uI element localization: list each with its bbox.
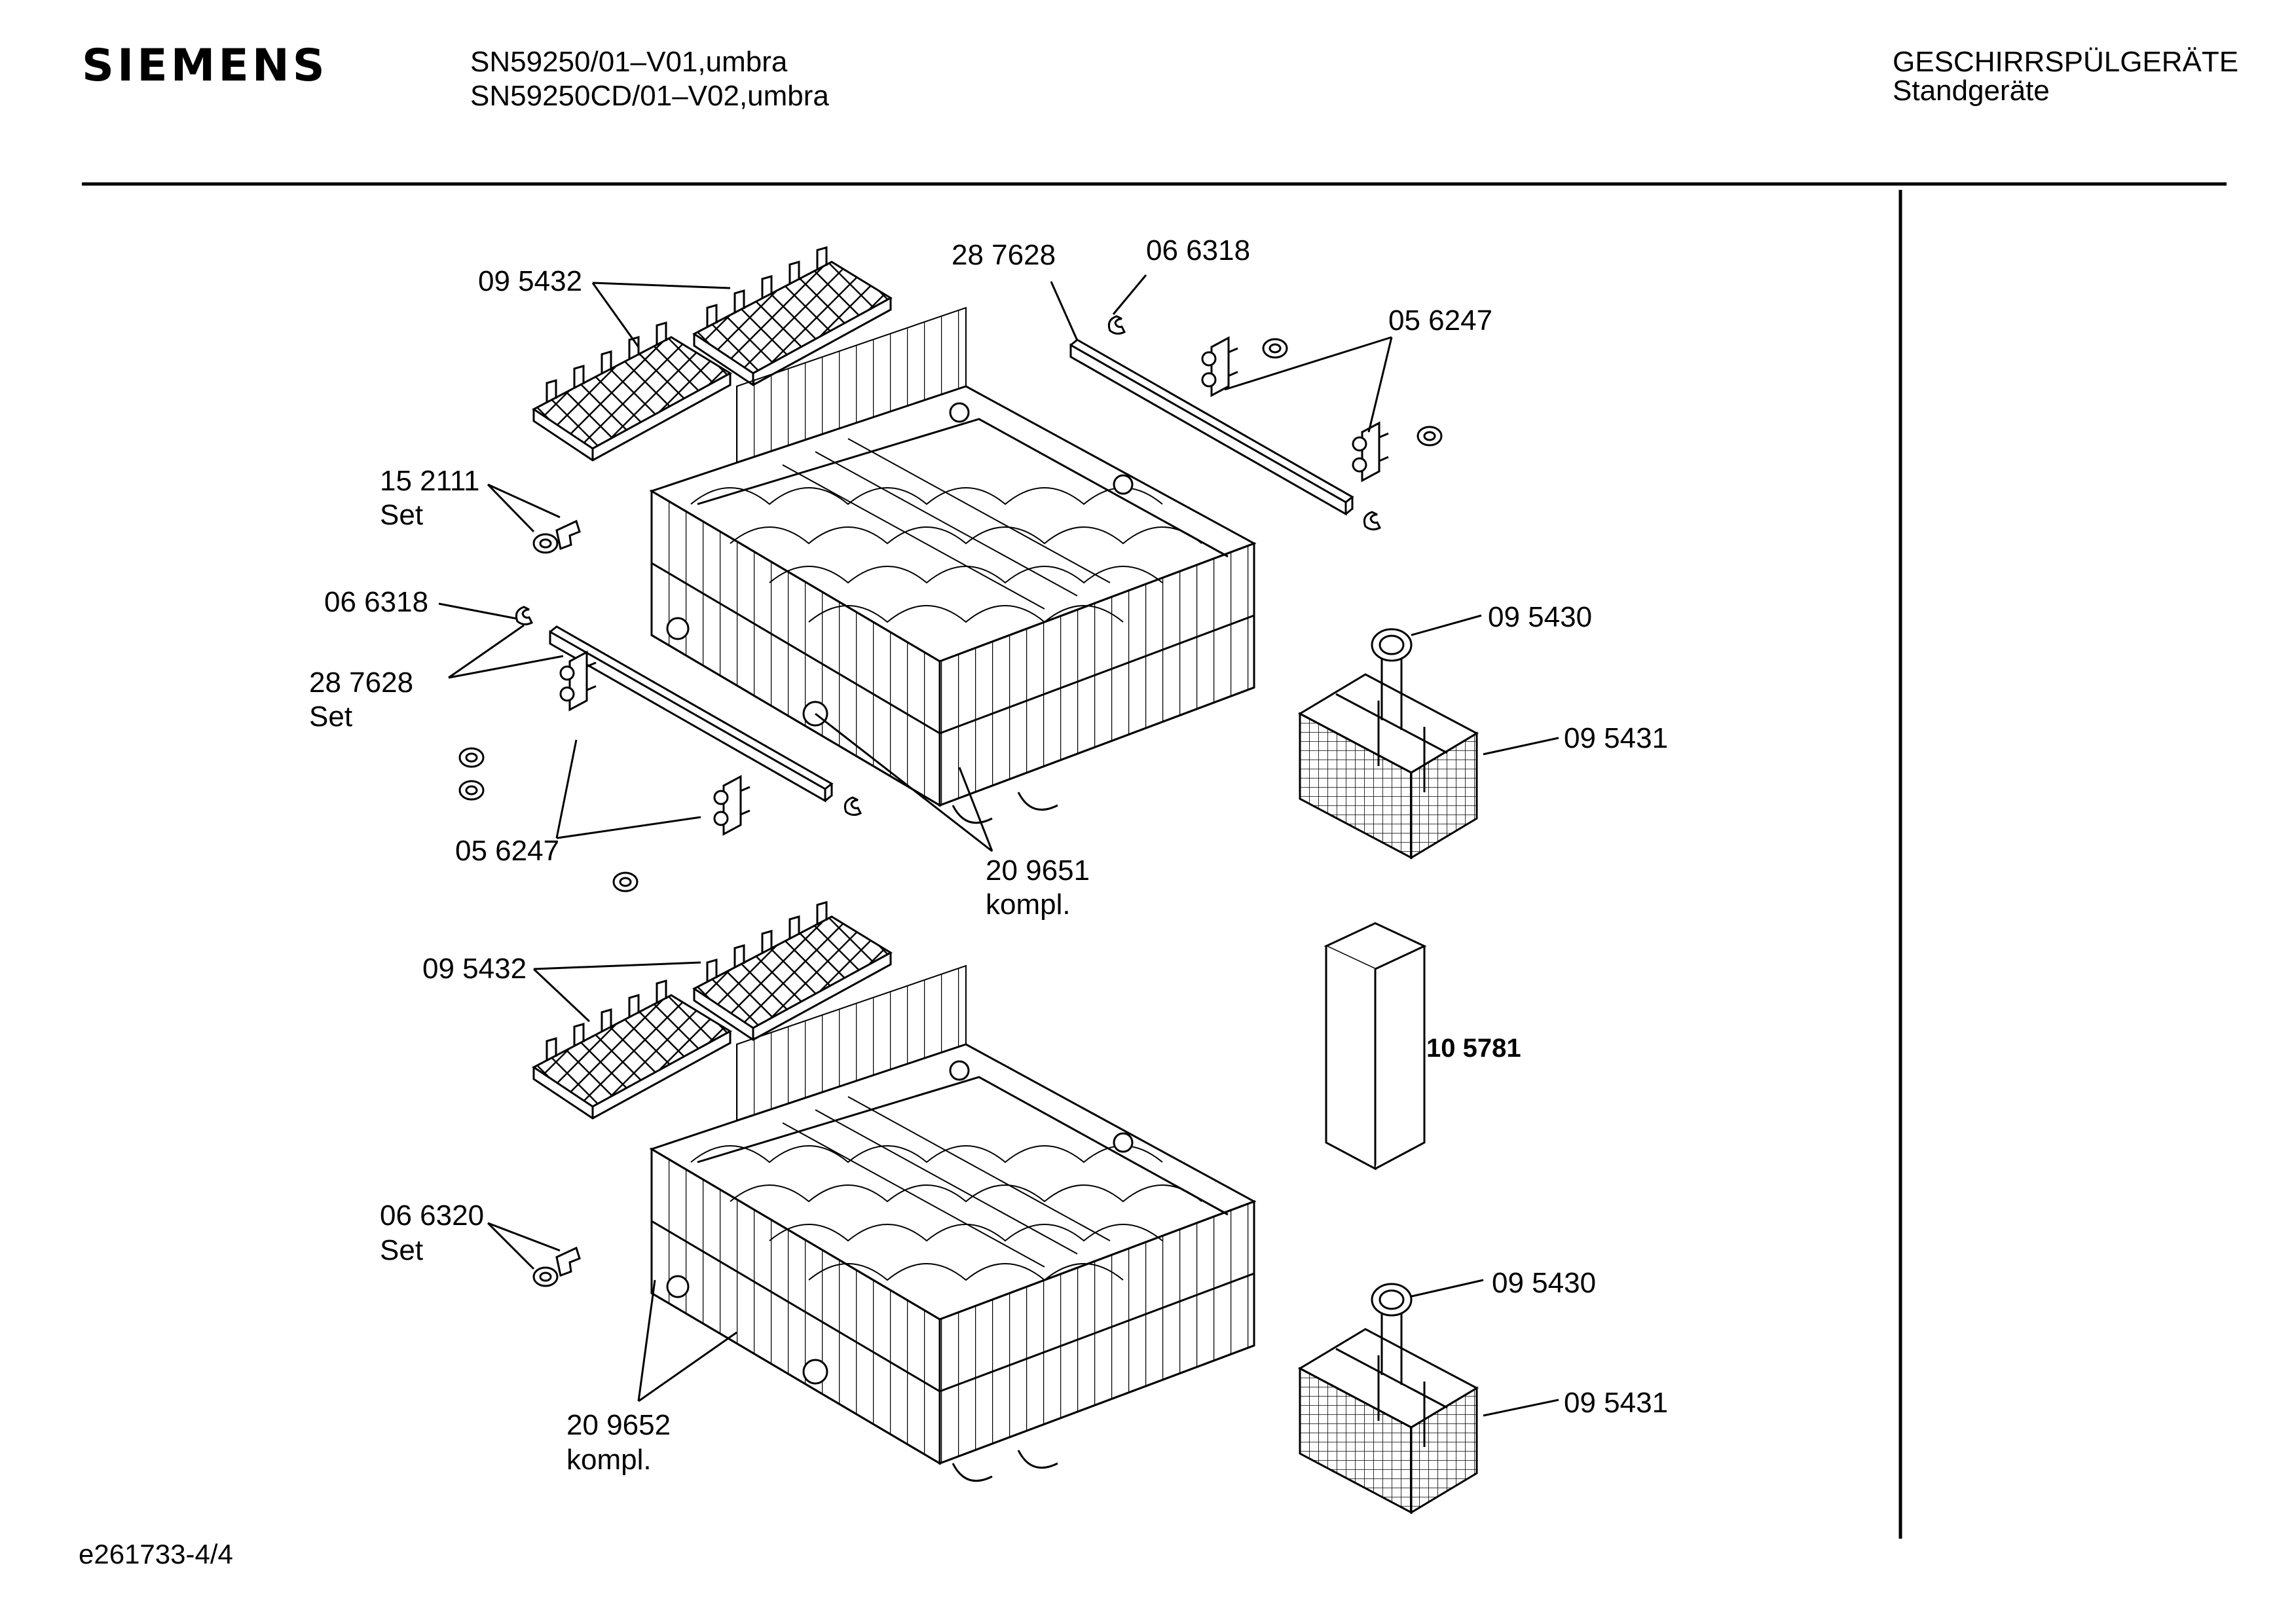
document-id: e261733-4/4 [79, 1539, 233, 1569]
insert-box-drawing [1324, 922, 1427, 1171]
part-label: 09 5432 [422, 953, 527, 985]
part-label: 20 9651 [986, 854, 1090, 887]
model-number-1: SN59250/01–V01,umbra [470, 46, 788, 78]
part-label: 09 5432 [478, 265, 583, 297]
category-title: GESCHIRRSPÜLGERÄTE [1893, 46, 2239, 78]
part-label: 09 5431 [1564, 1387, 1669, 1419]
part-label: 09 5431 [1564, 722, 1669, 754]
part-label: 09 5430 [1492, 1267, 1597, 1299]
part-label-set: Set [309, 701, 353, 733]
part-label: 06 6318 [1146, 234, 1251, 266]
part-label: 28 7628 [309, 667, 414, 699]
part-label: 15 2111 [380, 465, 480, 497]
subcategory-title: Standgeräte [1893, 75, 2050, 107]
part-label: 28 7628 [952, 239, 1056, 271]
part-label: 05 6247 [1388, 304, 1493, 337]
part-label: 06 6320 [380, 1200, 485, 1232]
part-label-kompl: kompl. [566, 1444, 652, 1476]
part-label-set: Set [380, 499, 424, 531]
part-label: 06 6318 [324, 586, 429, 618]
part-label: 09 5430 [1488, 601, 1593, 633]
leader-lines [438, 274, 1559, 1417]
model-number-2: SN59250CD/01–V02,umbra [470, 80, 829, 112]
part-label-set: Set [380, 1234, 424, 1266]
part-label-kompl: kompl. [986, 888, 1071, 921]
part-label: 10 5781 [1426, 1034, 1521, 1063]
part-label: 20 9652 [566, 1409, 671, 1441]
brand-logo: SIEMENS [82, 40, 328, 92]
part-label: 05 6247 [455, 835, 560, 867]
